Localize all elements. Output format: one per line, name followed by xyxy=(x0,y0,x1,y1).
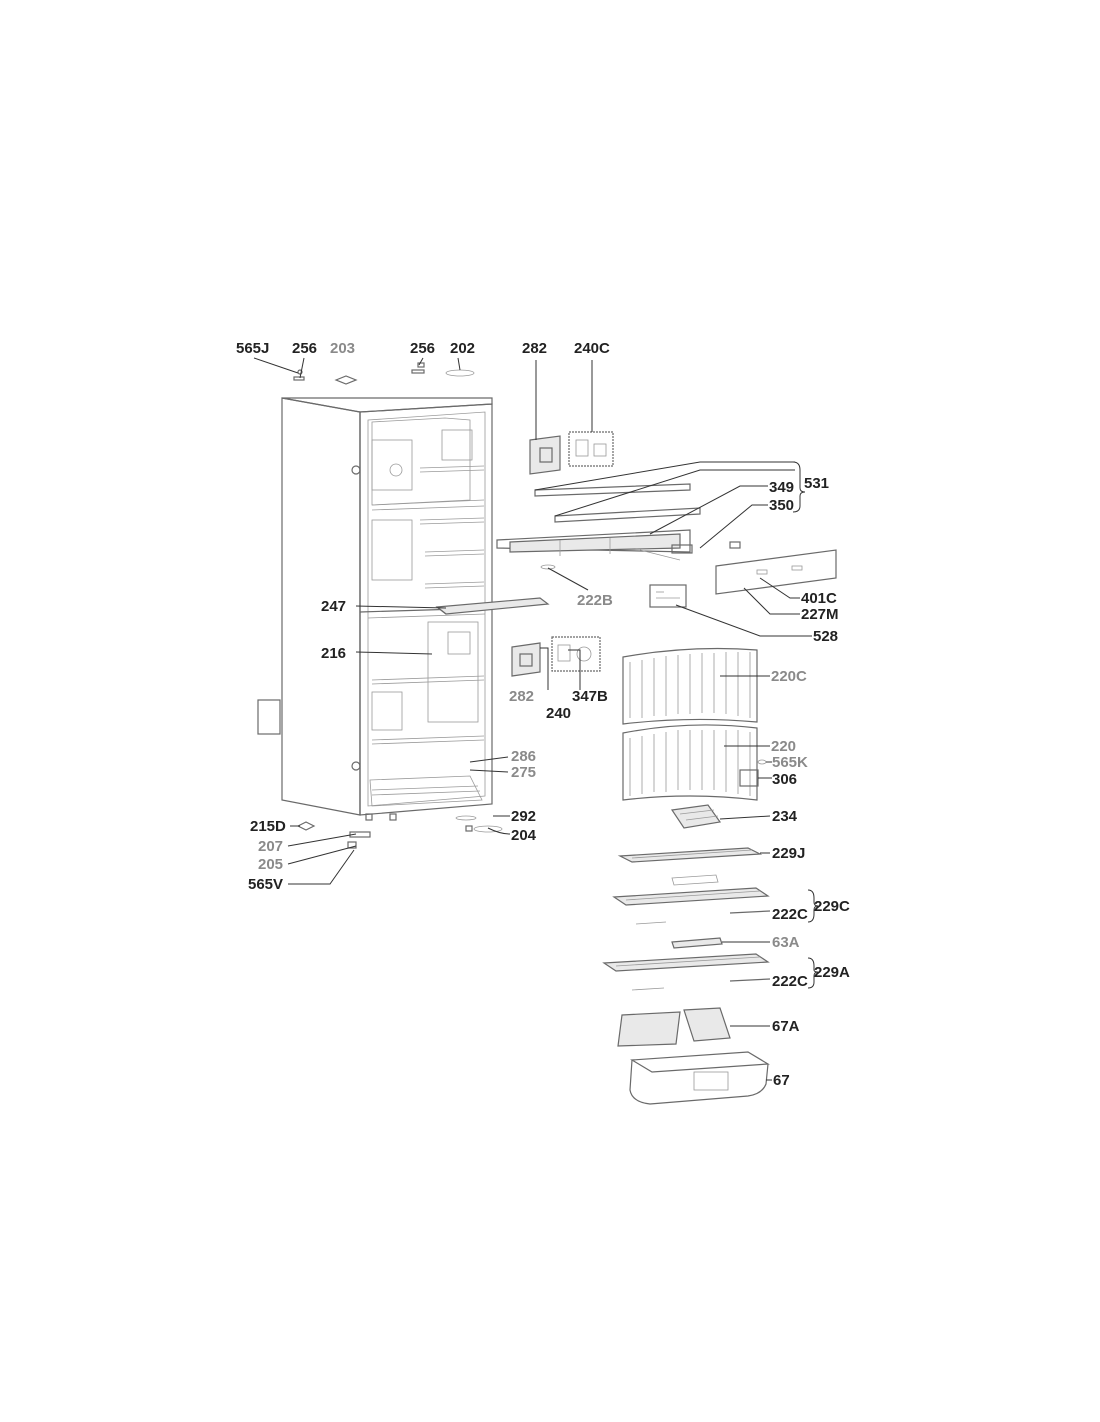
label-63A: 63A xyxy=(772,934,800,951)
label-229A: 229A xyxy=(814,964,850,981)
label-349: 349 xyxy=(769,479,794,496)
label-207: 207 xyxy=(258,838,283,855)
label-350: 350 xyxy=(769,497,794,514)
label-234: 234 xyxy=(772,808,798,825)
door-hinge-306 xyxy=(739,759,767,787)
label-216: 216 xyxy=(321,645,346,662)
label-205: 205 xyxy=(258,856,283,873)
label-528: 528 xyxy=(813,628,838,645)
label-306: 306 xyxy=(772,771,797,788)
label-67: 67 xyxy=(773,1072,790,1089)
label-565K: 565K xyxy=(772,754,808,771)
leader-lines xyxy=(253,357,819,1081)
label-565V: 565V xyxy=(248,876,283,893)
label-215D: 215D xyxy=(250,818,286,835)
label-247: 247 xyxy=(321,598,346,615)
label-227M: 227M xyxy=(801,606,839,623)
label-256-left: 256 xyxy=(292,340,317,357)
crisper-drawer-67 xyxy=(629,1051,770,1105)
label-222B: 222B xyxy=(577,592,613,609)
crisper-lid-67A xyxy=(617,1007,731,1047)
bottom-small-parts xyxy=(296,815,503,849)
rail-63A xyxy=(671,937,723,949)
label-347B: 347B xyxy=(572,688,608,705)
label-565J: 565J xyxy=(236,340,269,357)
control-box-282-mid xyxy=(511,642,541,677)
label-222C-lower: 222C xyxy=(772,973,808,990)
label-282-mid: 282 xyxy=(509,688,534,705)
control-box-347B xyxy=(551,636,601,672)
freezer-shelf-assembly xyxy=(496,483,741,570)
label-240: 240 xyxy=(546,705,571,722)
refrigerator-cabinet xyxy=(257,397,493,821)
shelf-229C xyxy=(612,874,771,925)
label-229J: 229J xyxy=(772,845,805,862)
freezer-door-220C xyxy=(622,647,758,725)
label-229C: 229C xyxy=(814,898,850,915)
label-531: 531 xyxy=(804,475,829,492)
control-box-282-top xyxy=(529,435,561,475)
label-286: 286 xyxy=(511,748,536,765)
label-256-right: 256 xyxy=(410,340,435,357)
part-labels: 565J 256 203 256 202 282 240C 531 349 35… xyxy=(236,340,850,1089)
label-282-top: 282 xyxy=(522,340,547,357)
control-panel-401C xyxy=(715,549,837,595)
label-401C: 401C xyxy=(801,590,837,607)
ice-tray-234 xyxy=(670,804,722,829)
label-275: 275 xyxy=(511,764,536,781)
label-204: 204 xyxy=(511,827,537,844)
label-220: 220 xyxy=(771,738,796,755)
label-240C: 240C xyxy=(574,340,610,357)
shelf-229J xyxy=(617,847,763,863)
label-528 xyxy=(649,584,687,608)
label-222C-upper: 222C xyxy=(772,906,808,923)
label-67A: 67A xyxy=(772,1018,800,1035)
label-203: 203 xyxy=(330,340,355,357)
label-202: 202 xyxy=(450,340,475,357)
control-box-240C xyxy=(568,431,614,467)
fridge-door-220 xyxy=(622,724,758,801)
shelf-229A xyxy=(602,953,771,991)
top-hinge-parts xyxy=(293,362,475,385)
label-220C: 220C xyxy=(771,668,807,685)
label-292: 292 xyxy=(511,808,536,825)
